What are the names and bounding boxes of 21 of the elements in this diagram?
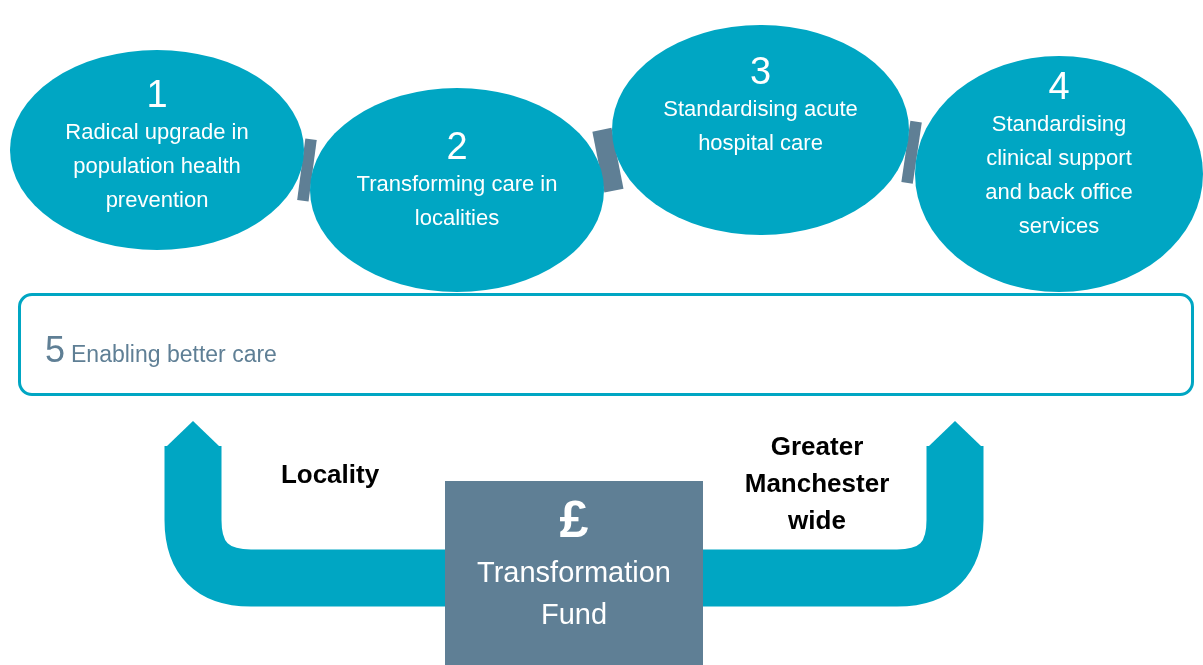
pound-sign: £ — [559, 489, 589, 550]
node-text: Standardising acute hospital care — [662, 95, 859, 157]
node-number: 3 — [749, 50, 772, 92]
fund-text: Transformation Fund — [476, 555, 672, 632]
node-number: 2 — [446, 125, 468, 167]
arrow — [703, 421, 984, 607]
node-text: Standardising clinical support and back office services — [984, 110, 1134, 240]
fund-box — [445, 481, 703, 665]
panel-number: 5 — [45, 328, 66, 372]
panel-text: Enabling better care — [71, 340, 277, 369]
node-number: 4 — [1048, 65, 1070, 107]
rounded-panel — [18, 293, 1194, 396]
connector-band — [592, 127, 624, 193]
connector-band — [901, 120, 922, 184]
node-text: Radical upgrade in population health prevention — [64, 118, 250, 214]
connector-band — [297, 138, 317, 202]
node-text: Transforming care in localities — [355, 170, 559, 232]
edge-label: Greater Manchester wide — [743, 430, 891, 537]
arrow — [164, 421, 445, 607]
node-number: 1 — [146, 73, 168, 115]
edge-label: Locality — [279, 458, 381, 491]
